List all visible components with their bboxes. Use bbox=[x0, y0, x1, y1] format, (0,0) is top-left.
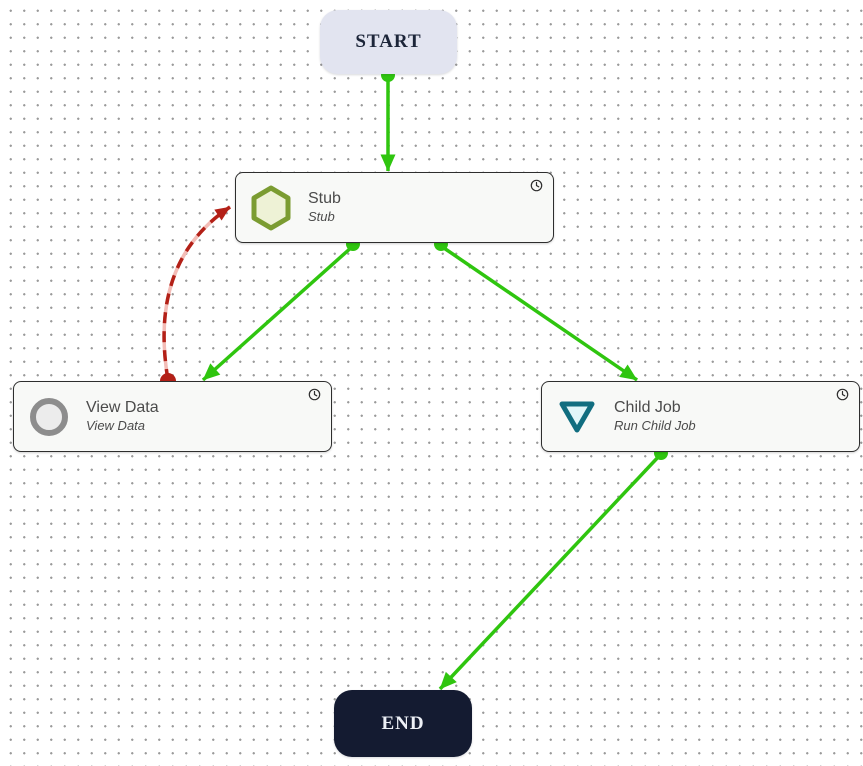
step-title: Stub bbox=[308, 190, 341, 208]
step-subtitle: Stub bbox=[308, 209, 335, 225]
edge-viewdata-to-stub-underlay bbox=[162, 205, 231, 381]
step-labels: Stub Stub bbox=[308, 189, 341, 225]
start-node-label: START bbox=[355, 31, 422, 52]
clock-icon bbox=[836, 388, 849, 401]
start-node[interactable]: START bbox=[320, 10, 457, 74]
step-node-child-job[interactable]: Child Job Run Child Job bbox=[541, 381, 860, 452]
edge-stub-to-viewdata[interactable] bbox=[201, 244, 355, 382]
step-labels: Child Job Run Child Job bbox=[614, 398, 696, 434]
clock-icon bbox=[308, 388, 321, 401]
step-node-view-data[interactable]: View Data View Data bbox=[13, 381, 332, 452]
step-subtitle: View Data bbox=[86, 418, 146, 434]
step-labels: View Data View Data bbox=[86, 398, 159, 434]
hexagon-icon bbox=[249, 185, 293, 231]
end-node[interactable]: END bbox=[334, 690, 472, 757]
step-subtitle: Run Child Job bbox=[614, 418, 696, 434]
step-title: Child Job bbox=[614, 399, 681, 417]
edge-stub-to-childjob[interactable] bbox=[440, 244, 638, 382]
edge-childjob-to-end[interactable] bbox=[438, 452, 663, 691]
edge-viewdata-to-stub[interactable] bbox=[162, 205, 231, 381]
end-node-label: END bbox=[381, 712, 425, 734]
triangle-down-icon bbox=[555, 399, 599, 435]
step-title: View Data bbox=[86, 399, 159, 417]
circle-icon bbox=[27, 395, 71, 439]
step-node-stub[interactable]: Stub Stub bbox=[235, 172, 554, 243]
clock-icon bbox=[530, 179, 543, 192]
